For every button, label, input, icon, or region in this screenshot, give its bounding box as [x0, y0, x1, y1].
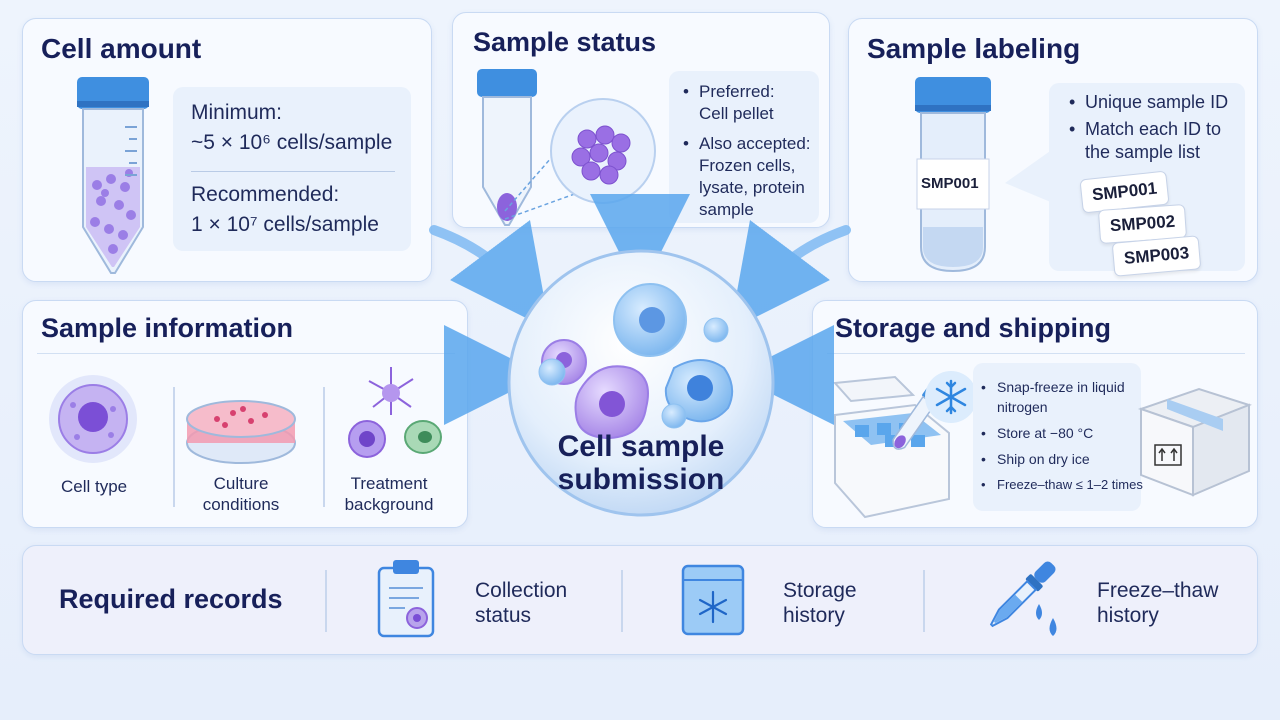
- storage-shipping-list: Snap-freeze in liquid nitrogen Store at …: [979, 377, 1143, 495]
- magnified-cells-icon: [504, 98, 656, 220]
- cell-amount-title: Cell amount: [41, 33, 202, 64]
- treated-cells-icon: [348, 367, 442, 458]
- snap-freeze-item: Snap-freeze in liquid nitrogen: [979, 377, 1143, 417]
- minimum-label: Minimum:: [191, 101, 283, 124]
- info-divider-2: [323, 387, 325, 507]
- freezer-icon: [681, 564, 745, 636]
- speech-pointer: [1005, 149, 1053, 203]
- title-underline: [37, 353, 455, 354]
- center-connector-arrows: [429, 194, 851, 425]
- sample-status-panel: Sample status Preferred: Cell pellet Als…: [452, 12, 830, 228]
- cell-type-icon: [49, 375, 137, 463]
- tube-label-text: SMP001: [921, 175, 979, 192]
- sample-labeling-title: Sample labeling: [867, 33, 1081, 64]
- records-divider-1: [325, 570, 327, 632]
- petri-dish-icon: [186, 400, 296, 464]
- labeled-tube-icon: [915, 77, 991, 273]
- snowflake-icon: [925, 371, 977, 423]
- shipping-box-icon: [1137, 387, 1252, 497]
- cooler-box-icon: [832, 375, 950, 519]
- recommended-label: Recommended:: [191, 183, 340, 206]
- sample-information-title: Sample information: [41, 313, 294, 343]
- freeze-thaw-history-label: Freeze–thaw history: [1097, 579, 1219, 627]
- clipboard-icon: [377, 560, 435, 638]
- collection-status-label: Collection status: [475, 579, 568, 627]
- unique-id-item: Unique sample ID: [1067, 91, 1228, 114]
- title-underline: [827, 353, 1245, 354]
- sample-information-panel: Sample information Cell type Culture con…: [22, 300, 468, 528]
- sample-status-list: Preferred: Cell pellet Also accepted: Fr…: [681, 81, 811, 221]
- store-temp-item: Store at −80 °C: [979, 423, 1143, 443]
- center-title: Cell sample submission: [557, 430, 725, 496]
- cell-pellet-tube-icon: [477, 69, 537, 226]
- test-tube-icon: [77, 77, 149, 274]
- dry-ice-item: Ship on dry ice: [979, 449, 1143, 469]
- sample-status-title: Sample status: [473, 27, 657, 57]
- treatment-background-label: Treatment background: [344, 474, 434, 514]
- freeze-thaw-item: Freeze–thaw ≤ 1–2 times: [979, 475, 1143, 495]
- info-divider: [191, 171, 395, 172]
- minimum-value: ~5 × 10⁶ cells/sample: [191, 131, 393, 154]
- storage-history-label: Storage history: [783, 579, 857, 627]
- recommended-value: 1 × 10⁷ cells/sample: [191, 213, 379, 236]
- storage-shipping-panel: Storage and shipping Snap-freeze in liqu…: [812, 300, 1258, 528]
- cell-submission-sphere: [507, 249, 775, 517]
- cell-type-label: Cell type: [61, 477, 128, 496]
- records-divider-3: [923, 570, 925, 632]
- info-divider-1: [173, 387, 175, 507]
- sample-labeling-panel: Sample labeling SMP001 Unique sample ID …: [848, 18, 1258, 282]
- records-divider-2: [621, 570, 623, 632]
- cell-amount-panel: Cell amount Minimum: ~5 × 10⁶ cells/samp…: [22, 18, 432, 282]
- cell-amount-info-box: [173, 87, 411, 251]
- sample-labeling-list: Unique sample ID Match each ID to the sa…: [1067, 91, 1228, 164]
- pipette-icon: [989, 561, 1057, 636]
- also-accepted-item: Also accepted: Frozen cells, lysate, pro…: [681, 133, 811, 221]
- preferred-item: Preferred: Cell pellet: [681, 81, 811, 125]
- match-id-item: Match each ID to the sample list: [1067, 118, 1228, 164]
- required-records-panel: Required records Collection status Stora…: [22, 545, 1258, 655]
- required-records-title: Required records: [59, 584, 283, 614]
- culture-conditions-label: Culture conditions: [202, 474, 280, 514]
- storage-shipping-title: Storage and shipping: [835, 313, 1112, 343]
